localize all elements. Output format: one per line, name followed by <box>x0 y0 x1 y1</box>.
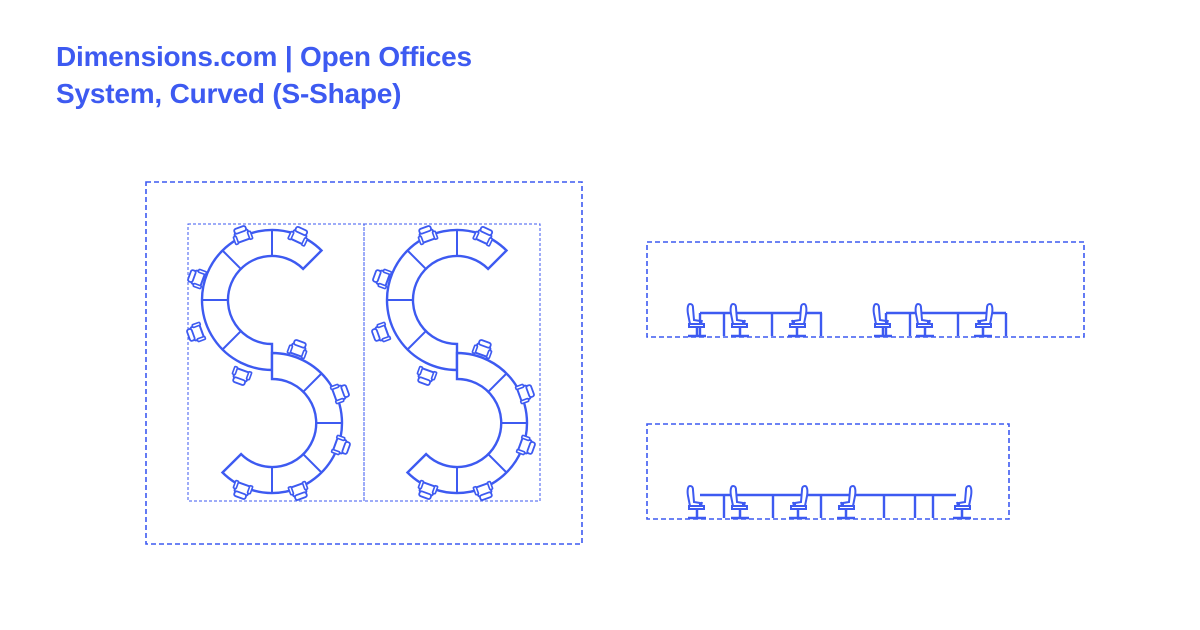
plan-unit-2-boundary <box>363 223 541 502</box>
front-elevation <box>646 241 1085 338</box>
plan-view <box>145 181 583 545</box>
title-line-2: System, Curved (S-Shape) <box>56 78 402 109</box>
s-shape-unit-2 <box>370 224 536 501</box>
plan-outer-boundary <box>145 181 583 545</box>
side-elevation <box>646 423 1010 520</box>
plan-unit-1-boundary <box>187 223 365 502</box>
page-title: Dimensions.com | Open Offices System, Cu… <box>56 38 472 112</box>
s-shape-unit <box>184 223 353 503</box>
front-elevation-boundary <box>646 241 1085 338</box>
title-line-1: Dimensions.com | Open Offices <box>56 41 472 72</box>
side-elevation-boundary <box>646 423 1010 520</box>
